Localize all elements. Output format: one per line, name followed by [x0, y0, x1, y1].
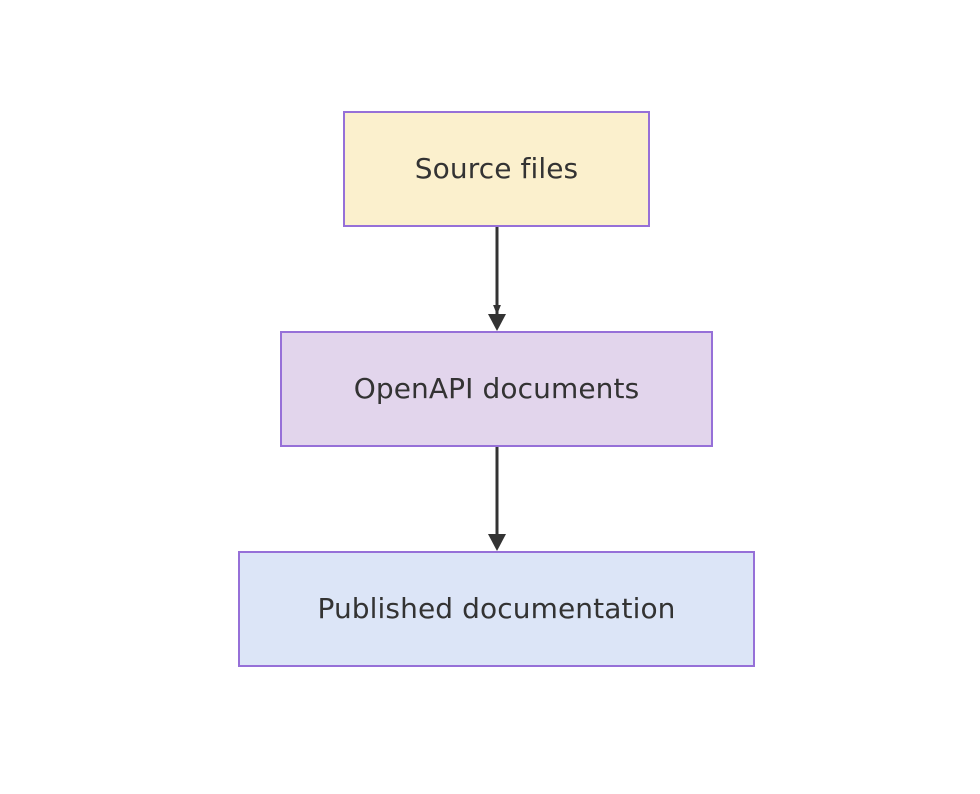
- node-openapi-documents[interactable]: OpenAPI documents: [280, 331, 713, 447]
- arrowhead-icon: [488, 314, 506, 331]
- node-source-files[interactable]: Source files: [343, 111, 650, 227]
- node-source-files-label: Source files: [414, 152, 579, 186]
- edge-source-to-openapi: [488, 227, 506, 331]
- node-openapi-documents-label: OpenAPI documents: [353, 372, 640, 406]
- arrowhead-icon: [488, 534, 506, 551]
- edge-openapi-to-published: [488, 447, 506, 551]
- node-published-documentation[interactable]: Published documentation: [238, 551, 755, 667]
- node-published-documentation-label: Published documentation: [317, 592, 676, 626]
